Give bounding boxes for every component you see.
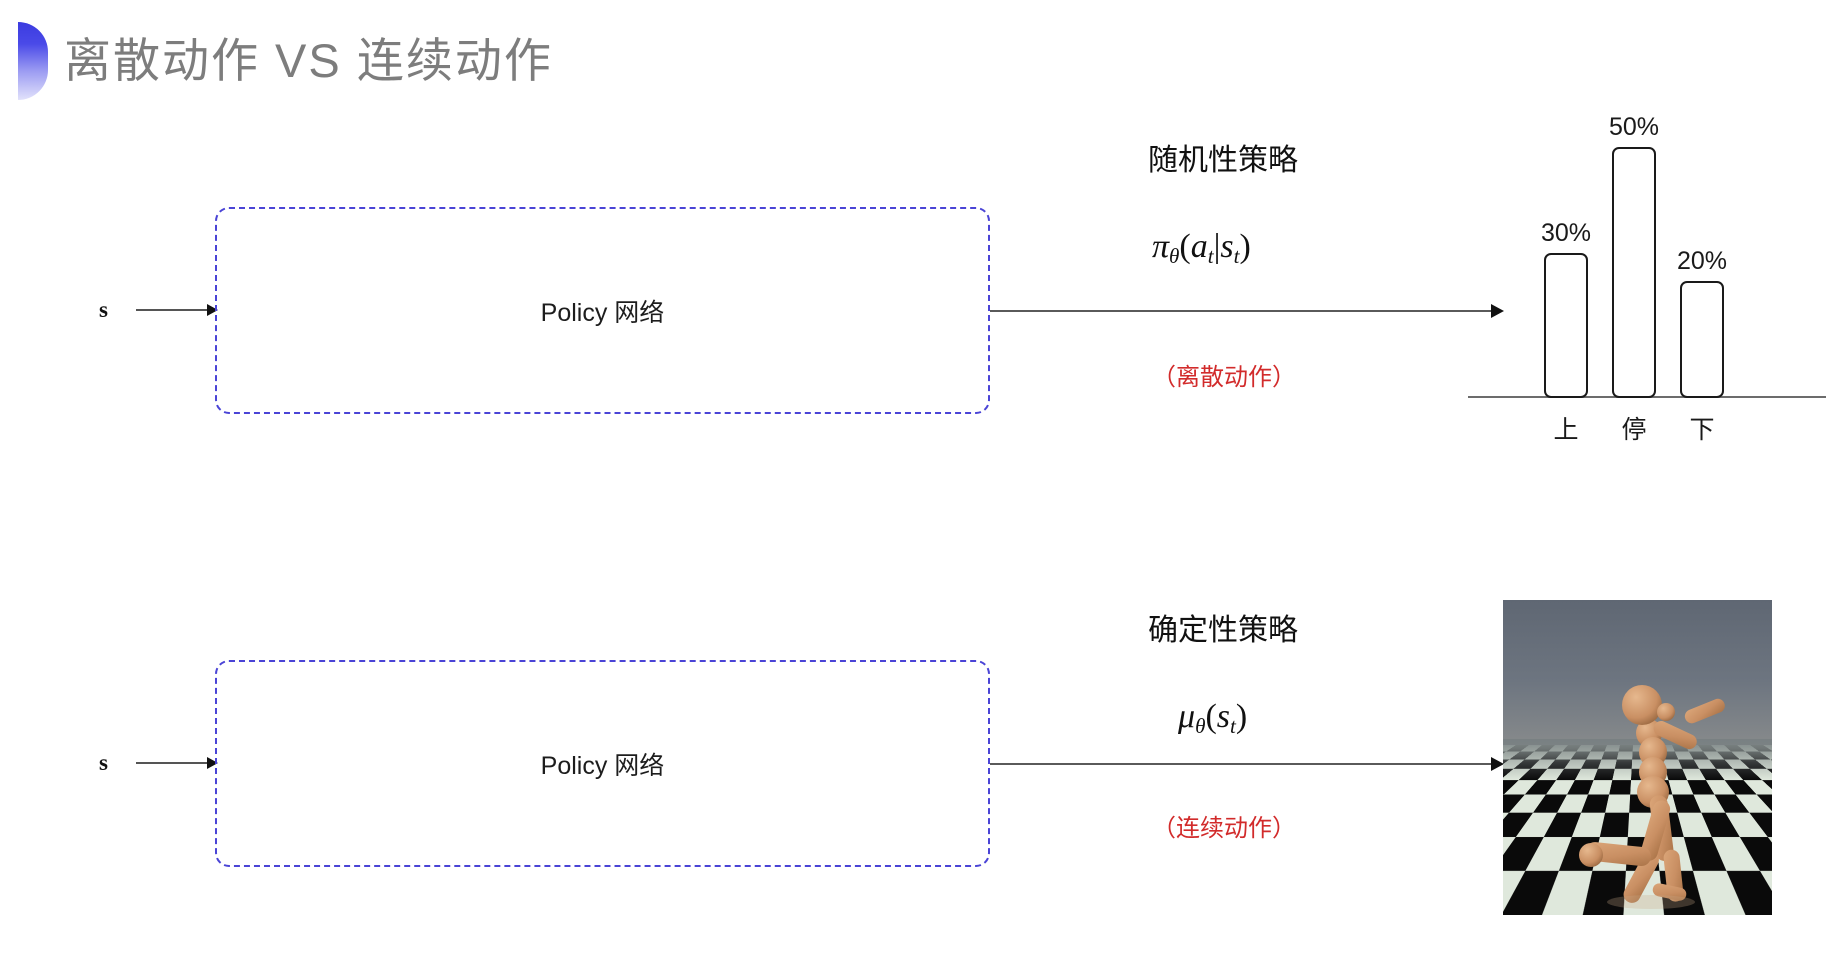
formula-arg2: s [1220, 228, 1234, 265]
state-input-label-top: s [99, 297, 108, 322]
policy-network-label-top: Policy 网络 [540, 298, 665, 327]
policy-network-box-top[interactable]: Policy 网络 [215, 207, 990, 414]
state-input-label-bottom: s [99, 750, 108, 775]
input-arrow-top [136, 303, 218, 317]
formula-fn: π [1152, 228, 1170, 265]
humanoid-robot-figure [1503, 600, 1772, 915]
bar-value-label: 50% [1608, 113, 1660, 141]
arrow-shaft [136, 309, 209, 311]
action-probability-bar-chart: 30% 上 50% 停 20% 下 [1468, 100, 1828, 450]
bar-rect [1612, 147, 1656, 398]
policy-network-box-bottom[interactable]: Policy 网络 [215, 660, 990, 867]
bar-category-label: 上 [1553, 416, 1579, 444]
page-title: 离散动作 VS 连续动作 [64, 34, 553, 87]
stochastic-policy-formula: πθ(at|st) [1152, 228, 1251, 269]
bar-value-label: 20% [1676, 247, 1728, 275]
arrow-shaft [136, 762, 209, 764]
formula-open-paren: ( [1179, 228, 1191, 265]
arrow-head-icon [207, 757, 218, 769]
arrow-head-icon [1491, 304, 1504, 318]
formula-param: θ [1169, 243, 1180, 268]
formula-fn: μ [1178, 698, 1196, 735]
title-accent-shape [18, 22, 48, 100]
arrow-head-icon [207, 304, 218, 316]
horizon-haze [1503, 738, 1772, 780]
formula-close-paren: ) [1239, 228, 1251, 265]
arrow-shaft [990, 310, 1492, 312]
formula-arg2-sub: t [1233, 243, 1240, 268]
policy-network-label-bottom: Policy 网络 [540, 751, 665, 780]
input-arrow-bottom [136, 756, 218, 770]
formula-arg1: s [1216, 698, 1230, 735]
bar-rect [1680, 281, 1724, 398]
bar-category-label: 下 [1689, 416, 1715, 444]
humanoid-simulation-image [1503, 600, 1772, 915]
formula-param: θ [1195, 713, 1206, 738]
arrow-head-icon [1491, 757, 1504, 771]
deterministic-policy-formula: μθ(st) [1178, 698, 1247, 739]
arrow-shaft [990, 763, 1492, 765]
formula-arg1: a [1190, 228, 1208, 265]
continuous-action-note: （连续动作） [1152, 815, 1296, 842]
stochastic-policy-title: 随机性策略 [1148, 144, 1298, 177]
discrete-action-note: （离散动作） [1152, 364, 1296, 391]
output-arrow-bottom [990, 756, 1504, 772]
deterministic-policy-title: 确定性策略 [1148, 614, 1298, 647]
bar-rect [1544, 253, 1588, 398]
bar-value-label: 30% [1540, 219, 1592, 247]
output-arrow-top [990, 303, 1504, 319]
formula-close-paren: ) [1235, 698, 1248, 735]
formula-arg1-sub: t [1230, 713, 1236, 738]
formula-arg1-sub: t [1207, 243, 1214, 268]
formula-bar: | [1213, 228, 1221, 265]
bar-category-label: 停 [1621, 416, 1647, 444]
formula-open-paren: ( [1205, 698, 1217, 735]
